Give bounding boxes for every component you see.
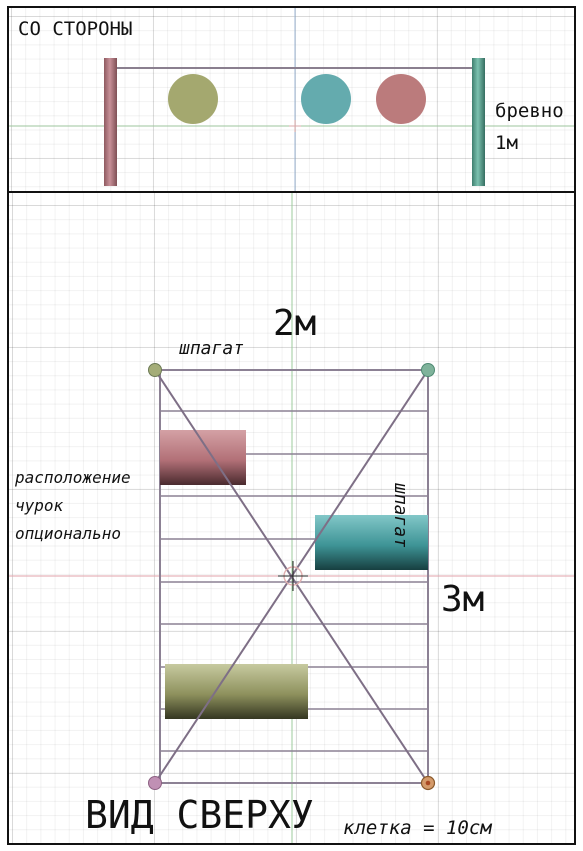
corner-post-bottom-left (148, 776, 162, 790)
ball-teal (301, 74, 351, 124)
left-post (104, 58, 117, 186)
side-view-panel: СО СТОРОНЫ бревно 1м (7, 6, 576, 193)
corner-post-top-right (421, 363, 435, 377)
side-view-title: СО СТОРОНЫ (18, 18, 133, 40)
placement-note-line-3: опционально (15, 524, 121, 543)
ball-pink (376, 74, 426, 124)
side-view-drawing (9, 8, 574, 191)
length-dimension-label: 3м (441, 579, 485, 620)
top-view-drawing (9, 193, 574, 843)
log-pink (160, 430, 246, 485)
right-post (472, 58, 485, 186)
top-rope-label: шпагат (179, 338, 245, 359)
log-length-label: 1м (495, 132, 518, 154)
width-dimension-label: 2м (273, 303, 317, 344)
center-crosshair (278, 561, 308, 591)
top-view-panel: 2м шпагат шпагат расположение чурок опци… (7, 191, 576, 845)
placement-note-line-1: расположение (15, 468, 131, 487)
corner-post-bottom-right-center (425, 780, 431, 786)
log-teal (315, 515, 428, 570)
log-label: бревно (495, 100, 564, 122)
placement-note-line-2: чурок (15, 496, 64, 515)
placement-note: расположение чурок опционально (15, 464, 131, 548)
side-crosshair (289, 120, 301, 132)
grid-scale-label: клетка = 10см (343, 817, 492, 839)
top-view-title: ВИД СВЕРХУ (85, 793, 314, 837)
corner-post-top-left (148, 363, 162, 377)
log-olive (165, 664, 308, 719)
right-rope-label: шпагат (390, 483, 411, 549)
ball-olive (168, 74, 218, 124)
